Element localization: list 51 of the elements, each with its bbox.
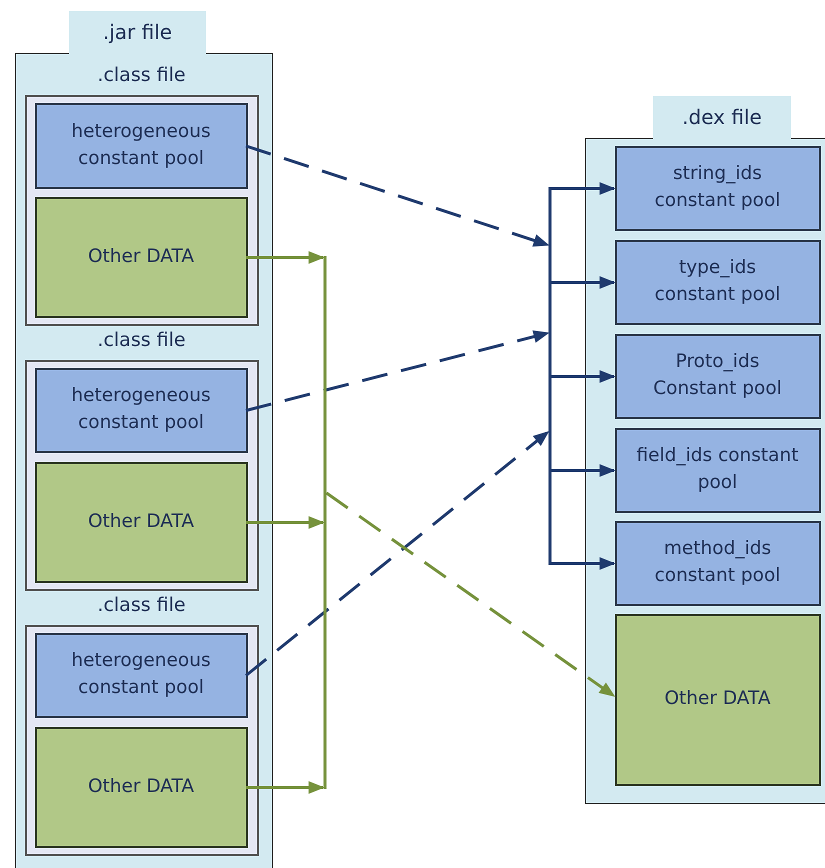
file-tab-label: .dex file bbox=[653, 96, 791, 139]
merge-line bbox=[324, 256, 326, 493]
arrow bbox=[550, 464, 616, 477]
bus-line bbox=[548, 376, 552, 432]
bus-line bbox=[548, 245, 552, 282]
box-label: Proto_ids Constant pool bbox=[652, 350, 783, 401]
constant-pool-box bbox=[614, 240, 820, 324]
box-label: field_ids constant pool bbox=[636, 444, 800, 495]
data-box bbox=[34, 196, 248, 318]
dashed-arrow bbox=[246, 144, 550, 247]
arrow bbox=[246, 781, 325, 794]
arrow bbox=[550, 276, 616, 289]
dashed-arrow bbox=[245, 430, 550, 677]
box-label: string_ids constant pool bbox=[654, 162, 782, 213]
constant-pool-box bbox=[34, 368, 248, 452]
box-label: Other DATA bbox=[86, 244, 196, 269]
box-label: Other DATA bbox=[663, 687, 772, 712]
constant-pool-box bbox=[614, 520, 820, 606]
dashed-arrow bbox=[326, 492, 616, 698]
merge-line bbox=[324, 493, 326, 522]
box-label: type_ids constant pool bbox=[654, 256, 782, 307]
arrow bbox=[550, 182, 616, 195]
box-label: heterogeneous constant pool bbox=[70, 120, 212, 170]
constant-pool-box bbox=[34, 632, 248, 718]
box-label: heterogeneous constant pool bbox=[70, 384, 212, 435]
dashed-arrow bbox=[246, 330, 550, 412]
bus-line bbox=[548, 187, 552, 245]
bus-line bbox=[548, 333, 552, 376]
bus-line bbox=[548, 470, 552, 565]
class-file-heading: .class file bbox=[96, 328, 187, 350]
arrow bbox=[550, 557, 616, 570]
bus-line bbox=[548, 282, 552, 333]
data-box bbox=[34, 462, 248, 582]
arrow bbox=[246, 516, 325, 529]
class-file-heading: .class file bbox=[96, 594, 187, 616]
constant-pool-box bbox=[34, 102, 248, 188]
box-label: method_ids constant pool bbox=[654, 537, 782, 588]
data-box bbox=[34, 726, 248, 848]
arrow bbox=[550, 370, 616, 383]
class-file-heading: .class file bbox=[96, 64, 187, 86]
constant-pool-box bbox=[614, 428, 820, 512]
arrow bbox=[246, 251, 325, 264]
box-label: Other DATA bbox=[86, 774, 196, 799]
data-box bbox=[614, 614, 820, 786]
merge-line bbox=[324, 522, 326, 789]
constant-pool-box bbox=[614, 146, 820, 230]
constant-pool-box bbox=[614, 334, 820, 418]
file-tab-label: .jar file bbox=[69, 11, 206, 54]
box-label: Other DATA bbox=[86, 510, 196, 534]
box-label: heterogeneous constant pool bbox=[70, 649, 212, 700]
bus-line bbox=[548, 432, 552, 470]
